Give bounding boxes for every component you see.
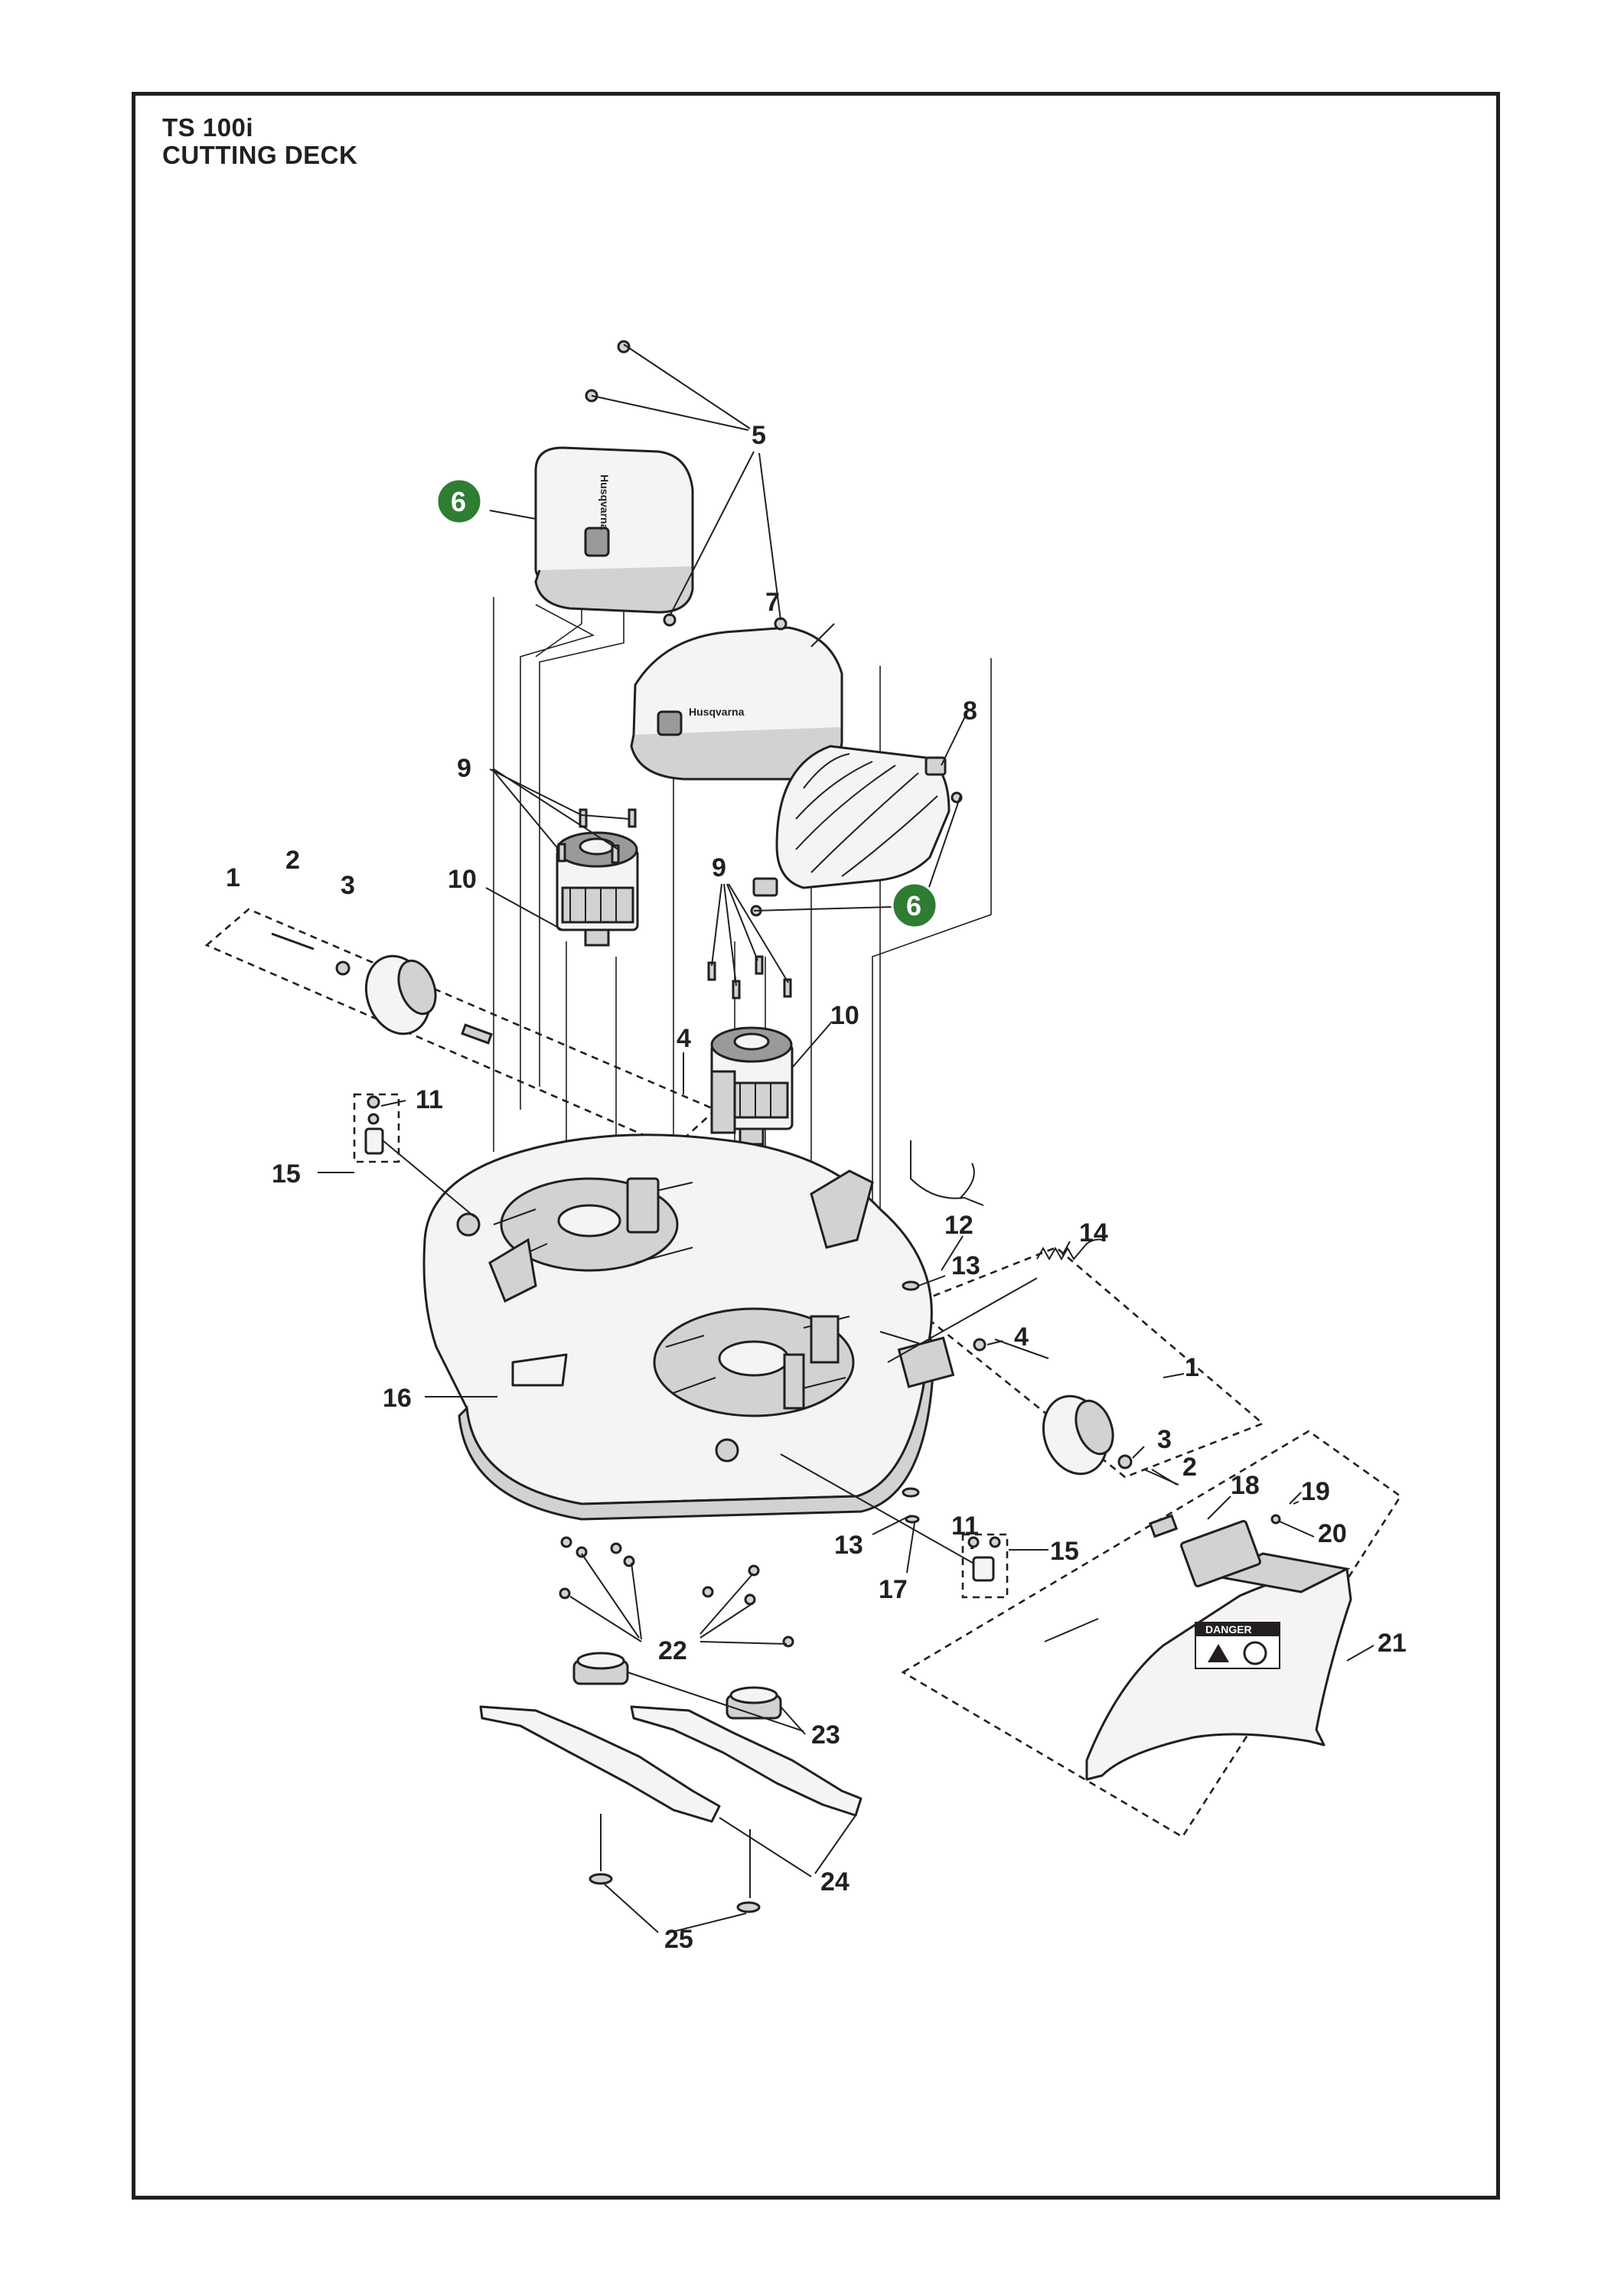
motor-screws <box>557 808 792 1000</box>
husqvarna-logo-text: Husqvarna <box>598 475 611 530</box>
danger-label: DANGER <box>1205 1623 1252 1636</box>
callout-4b: 4 <box>1014 1322 1029 1352</box>
callout-3a: 3 <box>341 871 355 900</box>
highlight-badge <box>435 478 483 525</box>
diagram-title-section: CUTTING DECK <box>162 141 358 169</box>
callout-24: 24 <box>820 1867 850 1896</box>
highlighted-callout-6a[interactable]: 6 <box>435 478 483 525</box>
callout-14: 14 <box>1079 1218 1108 1247</box>
callout-9b: 9 <box>712 853 726 882</box>
motor-cover-left: Husqvarna <box>534 446 694 614</box>
rear-wheel-group-box-left <box>204 908 718 1150</box>
callout-18: 18 <box>1231 1471 1260 1500</box>
rear-wheel-right <box>973 1338 1179 1486</box>
callout-16: 16 <box>383 1384 412 1413</box>
callout-9a: 9 <box>457 754 471 783</box>
deck-lift-rods <box>382 1140 1038 1570</box>
height-pivot-right <box>967 1536 1001 1582</box>
deck-underside-bolts <box>559 1536 794 1648</box>
callout-2b: 2 <box>1182 1453 1197 1482</box>
callout-2a: 2 <box>285 846 300 875</box>
callout-22: 22 <box>658 1636 687 1665</box>
callout-8: 8 <box>963 696 977 726</box>
callout-21: 21 <box>1378 1629 1407 1658</box>
callout-11a: 11 <box>416 1085 443 1114</box>
callout-25: 25 <box>664 1925 693 1954</box>
callout-1b: 1 <box>1185 1353 1199 1382</box>
cutting-deck <box>422 1070 955 1521</box>
height-pivot-box-right <box>961 1533 1009 1599</box>
callout-6b: 6 <box>906 890 921 921</box>
height-pivot-left <box>364 1095 384 1155</box>
danger-decal: DANGER <box>1195 1622 1280 1669</box>
rear-wheel-left <box>271 932 493 1045</box>
highlighted-callout-6b[interactable]: 6 <box>891 882 938 929</box>
height-adjust-lever <box>910 1140 984 1206</box>
callout-11b: 11 <box>951 1512 979 1541</box>
callout-5: 5 <box>752 421 766 450</box>
height-adjust-spring <box>1036 1238 1103 1261</box>
callout-leaders <box>318 344 1375 1933</box>
callout-numbers: 1 2 3 4 5 7 8 9 9 10 10 11 11 12 13 13 1… <box>226 421 1407 1954</box>
callout-17: 17 <box>879 1575 908 1604</box>
callout-6a: 6 <box>451 486 466 517</box>
diagram-frame <box>132 92 1500 2200</box>
callout-23: 23 <box>811 1720 840 1750</box>
callout-7: 7 <box>765 588 780 617</box>
cutting-blades <box>479 1705 863 1823</box>
callout-3b: 3 <box>1157 1425 1172 1454</box>
callout-13a: 13 <box>951 1251 980 1280</box>
motor-grille <box>752 745 951 897</box>
callout-13b: 13 <box>834 1531 863 1560</box>
callout-15a: 15 <box>272 1159 301 1189</box>
highlight-badge <box>891 882 938 929</box>
motor-cover-right: Husqvarna <box>630 626 843 781</box>
callout-4a: 4 <box>677 1024 691 1053</box>
callout-15b: 15 <box>1050 1537 1079 1566</box>
diagram-title-model: TS 100i <box>162 113 254 142</box>
height-pivot-box-left <box>353 1093 400 1163</box>
washers-13-17 <box>902 1280 920 1524</box>
callout-20: 20 <box>1318 1519 1347 1548</box>
callout-1a: 1 <box>226 863 240 892</box>
blade-bolts <box>589 1814 761 1913</box>
callout-10a: 10 <box>448 865 477 894</box>
callout-19: 19 <box>1301 1477 1330 1506</box>
husqvarna-logo-text-2: Husqvarna <box>689 706 745 718</box>
blade-motor-left <box>556 831 639 947</box>
blade-hubs <box>572 1652 782 1720</box>
callout-10b: 10 <box>830 1001 859 1030</box>
discharge-chute: DANGER <box>1044 1492 1352 1781</box>
callout-12: 12 <box>944 1211 973 1240</box>
